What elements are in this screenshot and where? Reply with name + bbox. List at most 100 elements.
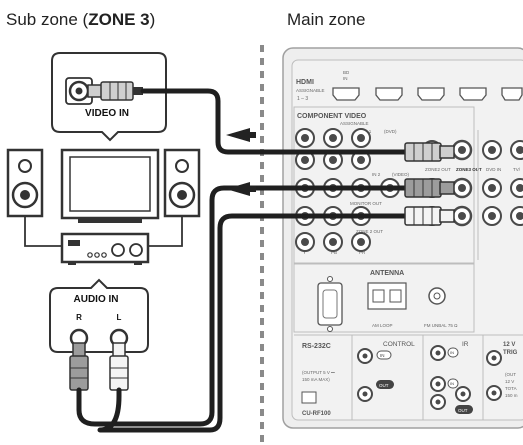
audio-in-label-bg	[68, 291, 124, 304]
rca-jack	[482, 206, 502, 226]
video-label: (VIDEO)	[392, 172, 410, 177]
audio-l-plug	[109, 342, 129, 391]
ir-in1-badge	[447, 347, 459, 358]
y-label: Y	[303, 250, 306, 255]
audio-r-plug	[69, 342, 89, 391]
ir-in2-jack-center	[435, 381, 441, 387]
fm-unbal-label: FM UNBAL 75 Ω	[424, 323, 458, 328]
rca-jack	[351, 128, 371, 148]
audio-signal-arrow-shaft	[236, 186, 256, 192]
left-speaker-wire	[24, 216, 62, 247]
trigger-out-detail-2: 12 V	[505, 379, 514, 384]
video-in-jack-center	[75, 87, 83, 95]
right-speaker-tweeter	[175, 159, 189, 173]
rca-jack	[510, 206, 523, 226]
ir-out-right-jack-center	[460, 391, 466, 397]
amplifier-display	[68, 240, 80, 246]
zone3-audio-r-plug	[404, 178, 455, 198]
pr-label: PR	[359, 250, 366, 255]
trigger-12v-label: 12 V	[503, 342, 515, 348]
hdmi-in-label: IN	[343, 76, 348, 81]
control-in-label: IN	[380, 353, 385, 358]
zone3-video-plug	[404, 142, 455, 162]
tv-label: TV/	[513, 167, 521, 172]
ir-label: IR	[462, 341, 469, 348]
left-speaker-woofer-cap	[20, 190, 30, 200]
amplifier-button-b	[94, 252, 100, 258]
zone3-audio-l-plug	[404, 206, 455, 226]
sub-zone-heading: Sub zone (ZONE 3)	[6, 10, 155, 29]
ir-out-label: OUT	[458, 408, 468, 413]
hdmi-section: HDMI ASSIGNABLE 1 – 3 BD IN	[296, 70, 523, 102]
antenna-label: ANTENNA	[370, 270, 404, 277]
left-speaker-tweeter	[18, 159, 32, 173]
pb-label: PB	[331, 250, 337, 255]
control-out-jack-center	[362, 391, 368, 397]
zone3-audio-l-jack	[451, 205, 473, 227]
cables	[76, 88, 413, 433]
monitor-out-label: MONITOR OUT	[350, 201, 382, 206]
amplifier-knob-left	[111, 243, 125, 257]
am-terminal-a	[372, 289, 385, 303]
rca-jack	[295, 128, 315, 148]
video-plug-tip	[87, 84, 103, 98]
audio-cable-r	[76, 185, 413, 427]
hdmi-ports-label: 1 – 3	[297, 96, 308, 102]
zone3-video-out-jack	[451, 139, 473, 161]
audio-r-label: R	[76, 313, 82, 322]
rca-jack	[510, 178, 523, 198]
antenna-frame	[293, 263, 475, 333]
zone3-audio-l-plug-tip	[439, 209, 455, 223]
rca-jack	[295, 232, 315, 252]
amplifier-button-c	[101, 252, 107, 258]
zone3-audio-r-jack	[451, 177, 473, 199]
video-plug-strain-relief	[133, 87, 143, 95]
video-cable	[140, 88, 413, 155]
in2-label: IN 2	[372, 172, 381, 177]
trigger1-jack-center	[491, 355, 497, 361]
am-loop-label: AM LOOP	[372, 323, 393, 328]
hdmi-port-4	[459, 87, 487, 101]
amplifier-foot-left	[68, 262, 76, 265]
rca-jack	[482, 178, 502, 198]
am-terminal-b	[389, 289, 402, 303]
audio-in-callout: AUDIO IN R L	[49, 278, 149, 353]
rca-jack	[323, 232, 343, 252]
rs232c-screw-top	[327, 276, 333, 282]
ir-out-badge	[455, 405, 473, 414]
amplifier-foot-right	[134, 262, 142, 265]
audio-l-plug-body	[109, 355, 129, 391]
trigger-out-detail-1: (OUT	[505, 372, 516, 377]
hdmi-bd-label: BD	[343, 70, 350, 75]
video-in-callout: VIDEO IN	[51, 52, 167, 142]
audio-r-plug-body	[69, 355, 89, 391]
left-speaker-icon	[6, 148, 44, 218]
ir-in2-badge	[447, 378, 459, 389]
component-video-label: COMPONENT VIDEO	[297, 113, 367, 120]
audio-l-label: L	[117, 313, 122, 322]
tv-icon	[60, 148, 160, 223]
amplifier-icon	[60, 232, 150, 265]
hdmi-label: HDMI	[296, 79, 314, 86]
cu-rf100-label: CU-RF100	[302, 411, 331, 417]
dvd-label: (DVD)	[384, 129, 397, 134]
video-in-label-bg	[78, 106, 136, 118]
rca-jack	[482, 140, 502, 160]
video-plug-body	[100, 81, 134, 101]
control-out-label: OUT	[379, 383, 389, 388]
trigger-out-detail-4: 150 m	[505, 393, 518, 398]
rs232c-screw-bottom	[327, 326, 333, 332]
hdmi-port-2	[375, 87, 403, 101]
hdmi-port-5	[501, 87, 523, 101]
zone3-out-label: ZONE3 OUT	[456, 167, 482, 172]
video-signal-arrow-shaft	[236, 132, 256, 138]
zone3-video-plug-tip	[439, 145, 455, 159]
right-speaker-woofer-cap	[177, 190, 187, 200]
receiver-rear-panel: HDMI ASSIGNABLE 1 – 3 BD IN COMPONENT VI…	[282, 47, 523, 429]
amplifier-knob-right	[129, 243, 143, 257]
rca-jack	[351, 232, 371, 252]
cu-rf100-port	[301, 391, 317, 404]
control-out-badge	[376, 380, 394, 389]
